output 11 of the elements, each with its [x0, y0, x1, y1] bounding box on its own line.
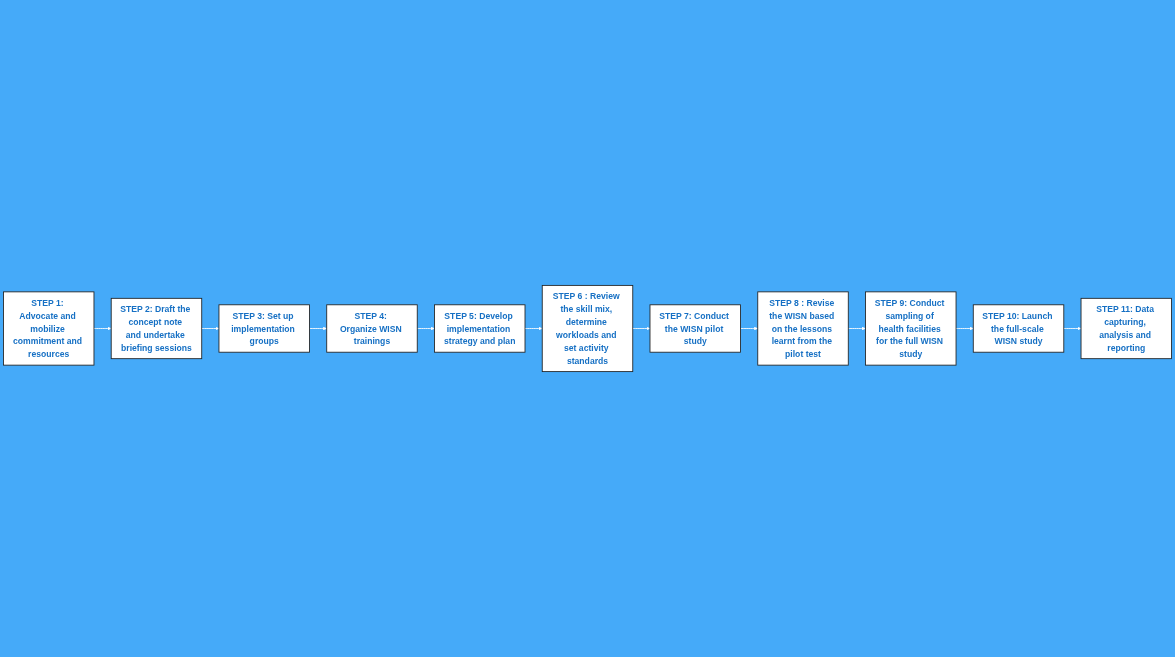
node-box: STEP 3: Set up implementation groups: [218, 304, 310, 353]
node-box: STEP 7: Conduct the WISN pilot study: [649, 304, 741, 353]
node-box: STEP 11: Data capturing, analysis and reporting: [1080, 297, 1172, 360]
node-box: STEP 10: Launch the full-scale WISN study: [972, 304, 1065, 353]
node-box: STEP 4: Organize WISN trainings: [326, 304, 418, 353]
node-box: STEP 2: Draft the concept note and undertake briefing sessions: [110, 297, 203, 360]
node-box: STEP 9: Conduct sampling of health facilities for the full WISN study: [865, 291, 957, 366]
node-box: STEP 1: Advocate and mobilize commitment and resources: [3, 291, 95, 366]
node-box: STEP 8 : Revise the WISN based on the lessons learnt from the pilot test: [757, 291, 849, 366]
node-box: STEP 6 : Review the skill mix, determine workloads and set activity standards: [541, 284, 634, 373]
node-box: STEP 5: Develop implementation strategy and plan: [434, 304, 526, 353]
